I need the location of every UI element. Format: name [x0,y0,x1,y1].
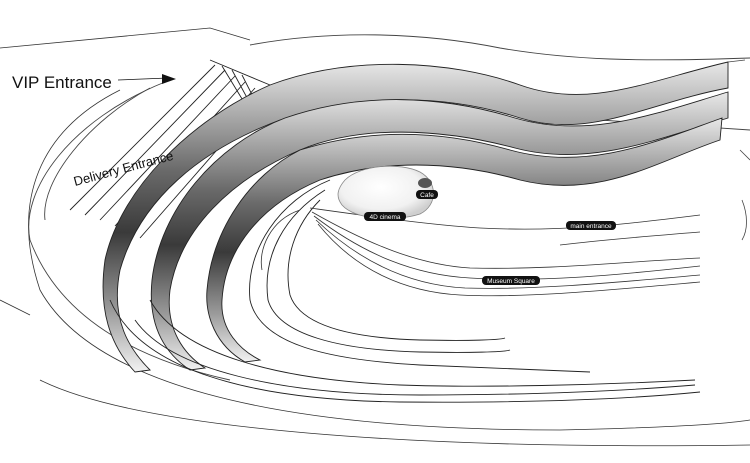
square-lines [260,207,701,297]
wall-band-2 [150,91,729,371]
site-boundary [0,27,750,447]
museum-square-tag-text: Museum Square [487,278,535,285]
cinema-pod [337,165,434,220]
wall-band-3 [206,117,723,363]
cafe-tag-text: Cafe [420,192,434,199]
right-edge [727,59,750,241]
main-entrance-tag: main entrance [566,221,616,230]
vip-arrow [117,74,176,84]
main-entrance-tag-text: main entrance [570,223,612,230]
cinema-tag-text: 4D cinema [369,214,400,221]
cafe-tag: Cafe [416,190,438,199]
cinema-tag: 4D cinema [364,212,406,221]
museum-square-tag: Museum Square [482,276,540,285]
vip-entrance-label: VIP Entrance [12,73,112,92]
outer-ground-curves [28,34,750,381]
inner-terraces [109,179,701,403]
